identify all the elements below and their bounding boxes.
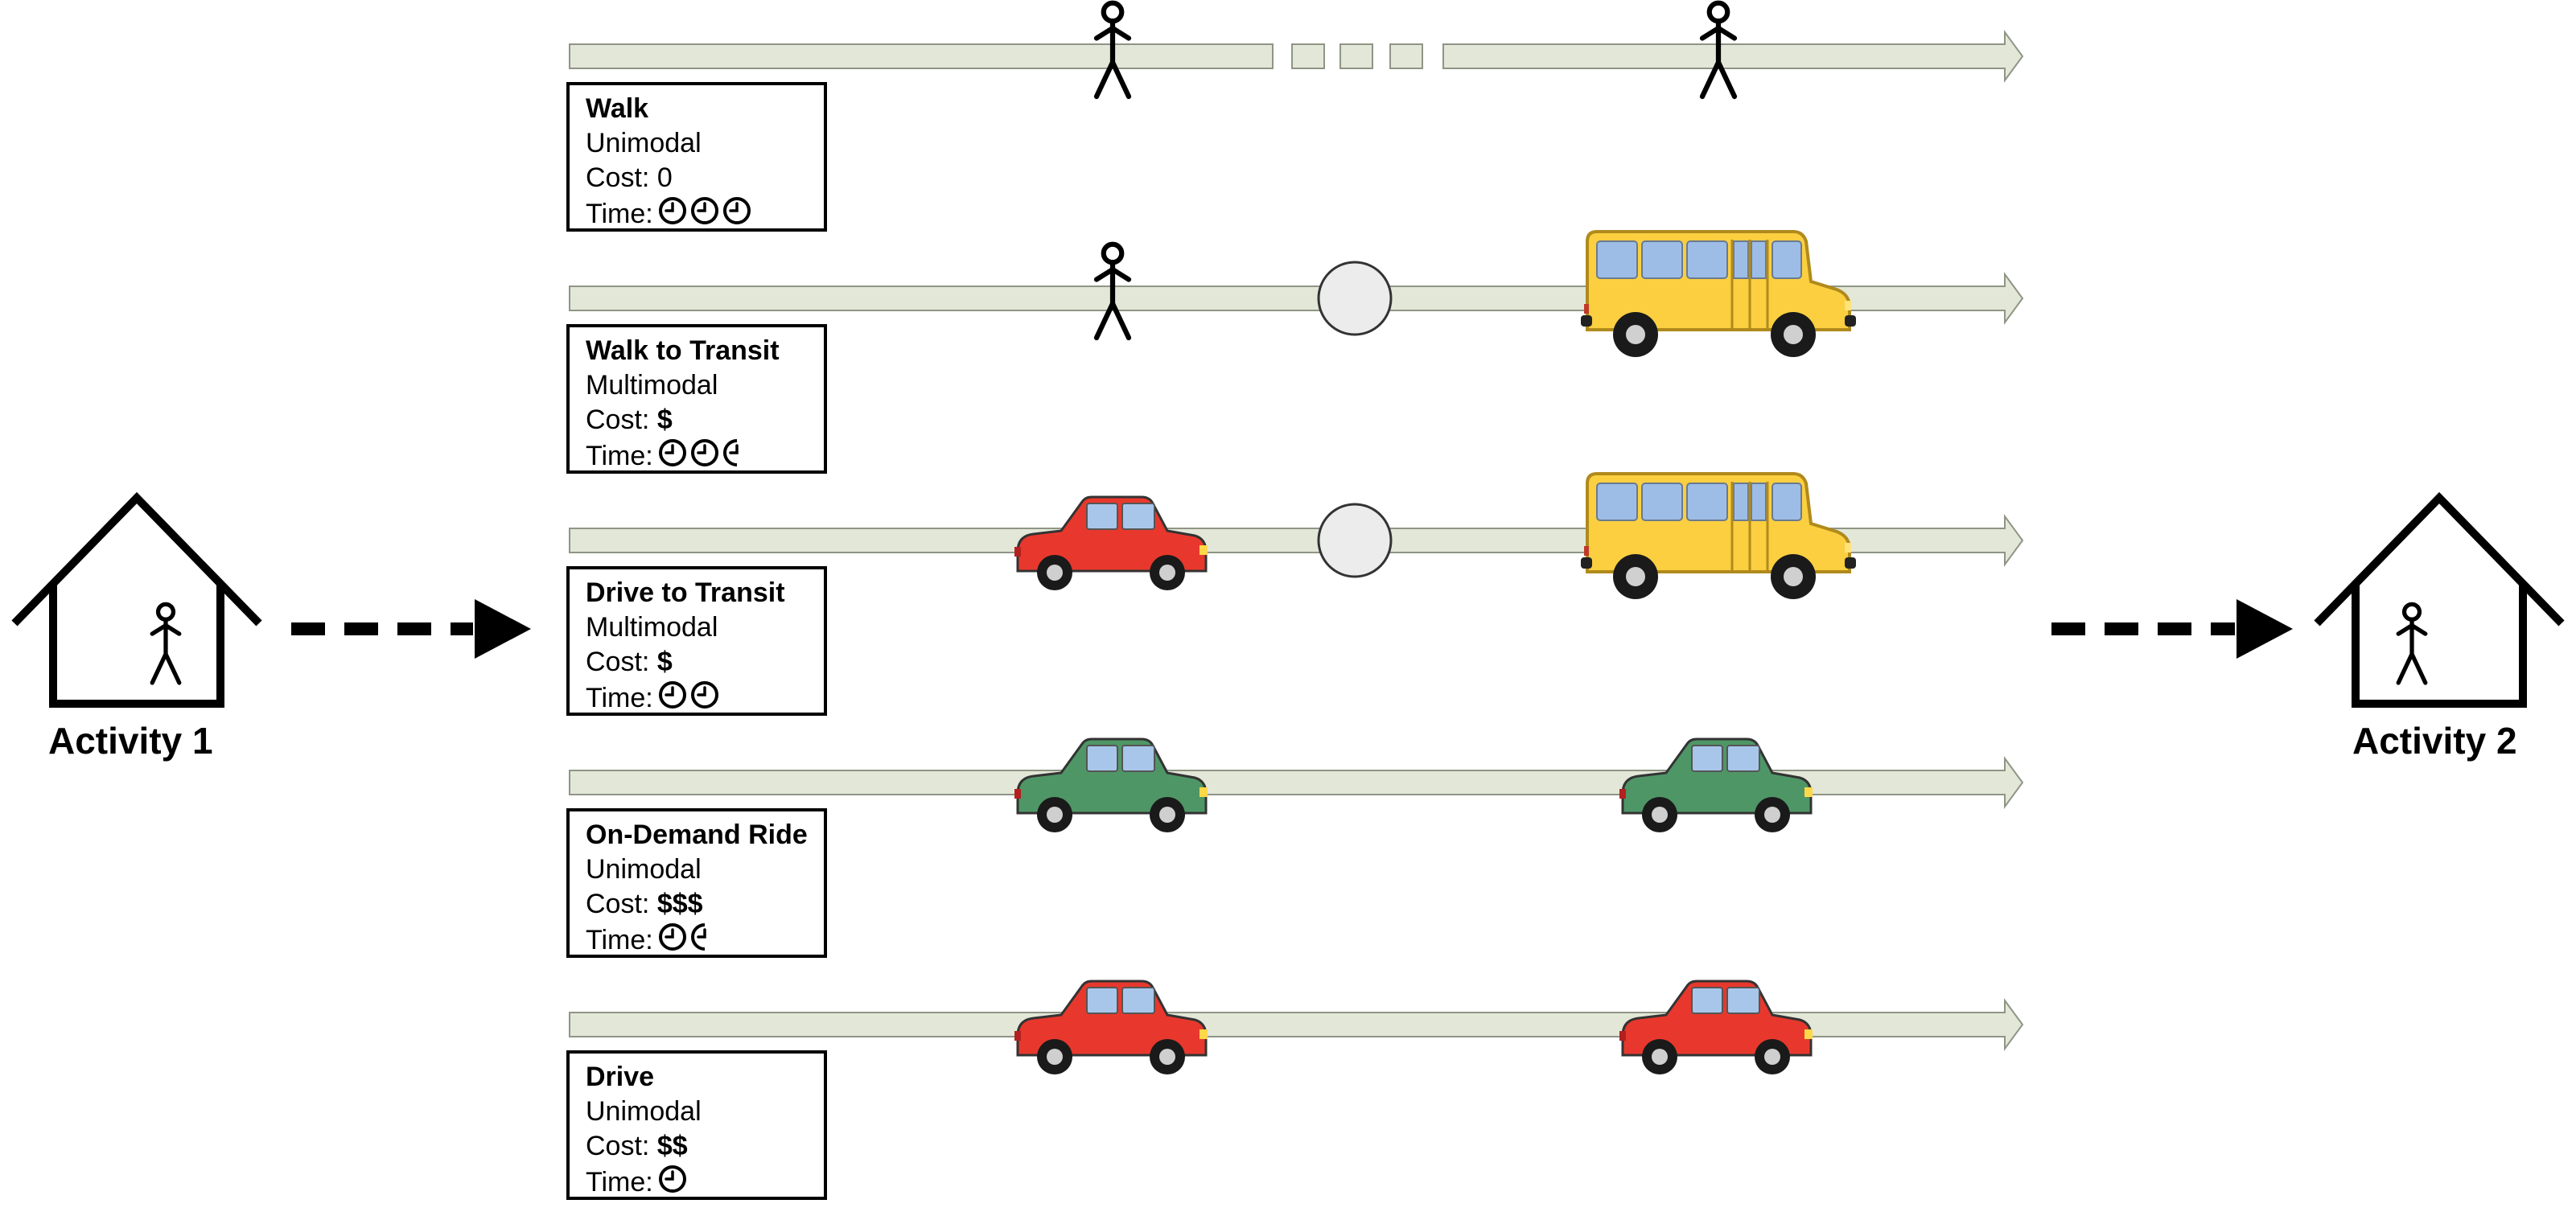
mode-time: Time: [586,680,816,719]
clock-icons [656,680,721,719]
green-car-icon [1618,737,1814,834]
clock-icon-group [658,197,751,224]
mode-time: Time: [586,1164,816,1203]
red-car-icon [1013,980,1209,1076]
mode-card-drive-to-transit: Drive to Transit Multimodal Cost: $ Time… [566,566,827,716]
mode-title: Drive to Transit [586,577,785,608]
yellow-bus-icon [1579,230,1858,359]
mode-title: On-Demand Ride [586,820,808,850]
mode-time: Time: [586,195,816,235]
clock-icon-group [658,681,718,709]
mode-cost: Cost: $$ [586,1131,688,1161]
origin-house-icon [14,498,259,704]
clock-icon [658,1165,686,1193]
clock-icon [722,197,751,224]
clock-icons [656,922,721,961]
mode-time: Time: [586,922,816,961]
mode-title: Drive [586,1062,655,1092]
mode-card-drive: Drive Unimodal Cost: $$ Time: [566,1050,827,1200]
clock-icon [690,439,718,466]
clock-icon-group [658,439,739,466]
mode-cost: Cost: $$$ [586,889,703,919]
mode-type: Unimodal [586,128,702,158]
red-car-icon [1013,495,1209,592]
cost-value: 0 [656,162,673,193]
destination-label: Activity 2 [2352,720,2517,762]
walk-track [569,29,2024,84]
mode-title: Walk to Transit [586,335,780,366]
clock-icon [658,439,686,466]
cost-value: $ [656,405,673,435]
yellow-bus-icon [1579,472,1858,601]
clock-icon [658,681,686,709]
clock-icons [656,195,753,235]
mode-cost: Cost: 0 [586,162,673,193]
clock-icon [722,439,739,466]
mode-type: Multimodal [586,612,718,643]
clock-icon-group [658,923,706,951]
mode-cost: Cost: $ [586,647,673,677]
mode-cost: Cost: $ [586,405,673,435]
origin-label: Activity 1 [48,720,213,762]
red-car-icon [1618,980,1814,1076]
clock-icons [656,438,753,477]
clock-icon [658,923,686,951]
clock-icon [690,681,718,709]
mode-time: Time: [586,438,816,477]
mode-card-walk: Walk Unimodal Cost: 0 Time: [566,82,827,232]
mode-type: Unimodal [586,854,702,885]
destination-house-icon [2317,498,2562,704]
destination-arrow [2051,599,2293,659]
green-car-icon [1013,737,1209,834]
clock-icon [690,923,706,951]
transit-stop-icon [1317,261,1393,336]
clock-icon [690,197,718,224]
cost-value: $$ [656,1131,688,1161]
mode-title: Walk [586,93,649,124]
mode-type: Multimodal [586,370,718,401]
mode-type: Unimodal [586,1096,702,1127]
cost-value: $ [656,647,673,677]
mode-card-on-demand-ride: On-Demand Ride Unimodal Cost: $$$ Time: [566,808,827,958]
clock-icon [658,197,686,224]
transit-stop-icon [1317,503,1393,578]
clock-icons [656,1164,689,1203]
origin-arrow [291,599,531,659]
mode-card-walk-to-transit: Walk to Transit Multimodal Cost: $ Time: [566,324,827,474]
clock-icon-group [658,1165,686,1193]
cost-value: $$$ [656,889,703,919]
